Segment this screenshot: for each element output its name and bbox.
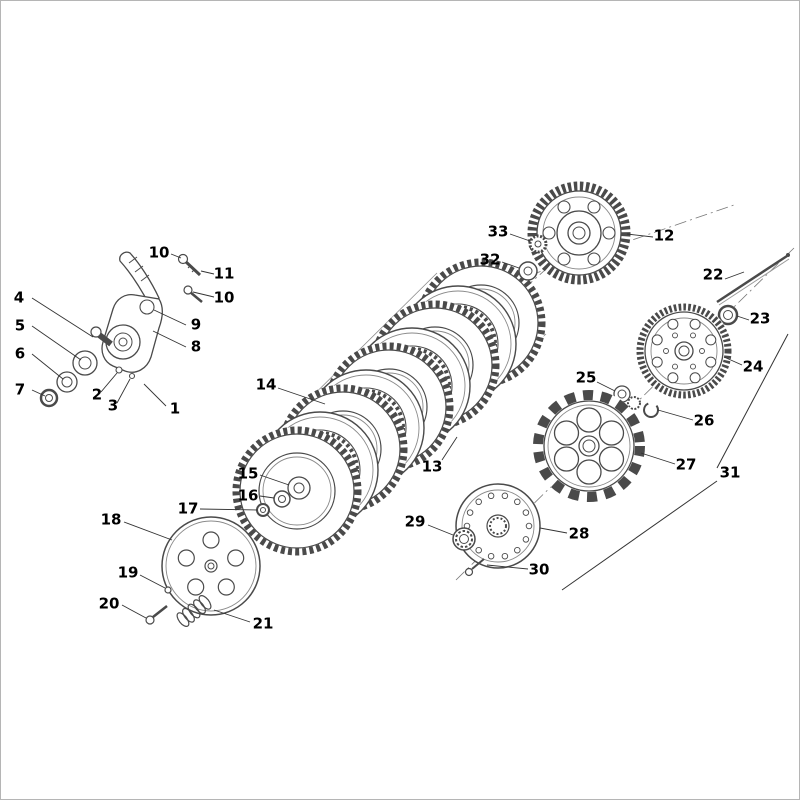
washer-23: [717, 304, 739, 326]
spring-and-screw-19-20-21: [145, 586, 212, 627]
push-rod-22: [716, 253, 790, 306]
primary-gear-12: [527, 181, 631, 285]
pin-30: [464, 558, 485, 577]
group-bracket-31: [561, 333, 789, 591]
washer-33: [528, 234, 548, 254]
leader-lines: [31, 233, 750, 623]
clutch-basket-27: [533, 390, 645, 502]
circlip-26: [643, 402, 659, 418]
washer-29: [452, 527, 476, 551]
clutch-gear-24: [636, 303, 732, 399]
pressure-plate-18: [161, 516, 261, 616]
washer-32: [518, 261, 538, 281]
spring-plate-28: [455, 483, 541, 569]
hub-parts-15-16-17: [256, 476, 311, 517]
release-mechanism-1-11: [39, 251, 203, 408]
